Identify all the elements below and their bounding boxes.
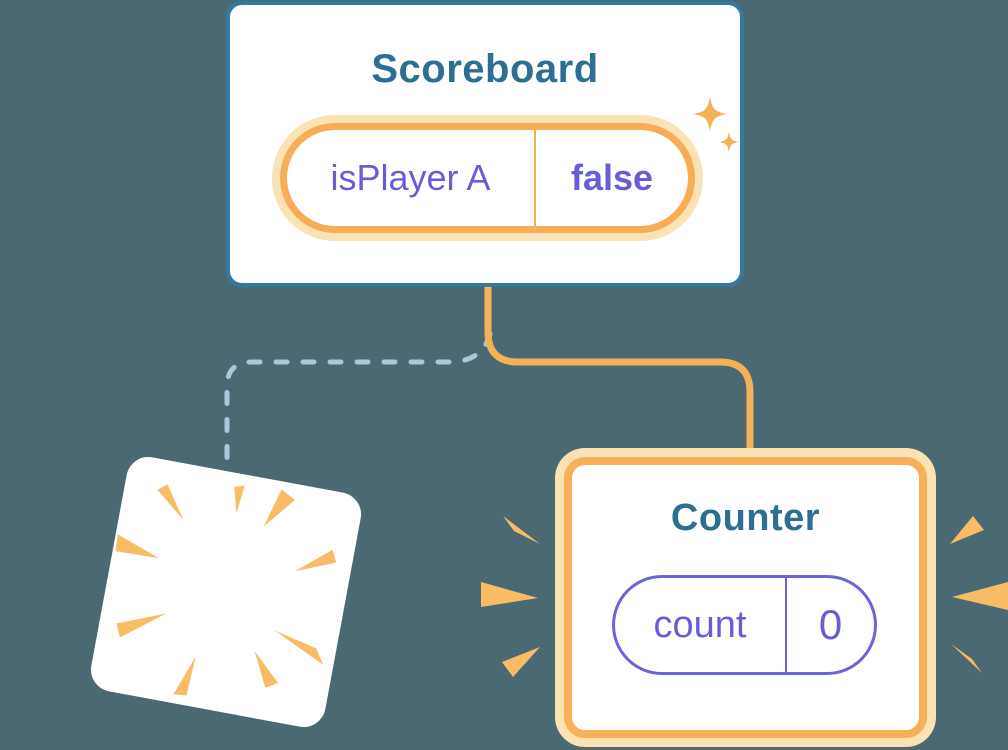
solid-connector-to-counter xyxy=(484,287,754,454)
scoreboard-title: Scoreboard xyxy=(371,47,599,91)
state-label: isPlayer A xyxy=(330,157,491,198)
counter-component-card: Counter count 0 xyxy=(564,457,927,738)
pill-divider xyxy=(534,130,536,226)
state-value: false xyxy=(570,157,654,198)
scoreboard-state-pill: isPlayer A false xyxy=(280,123,695,233)
dashed-connector-to-destroyed xyxy=(224,331,493,471)
counter-title: Counter xyxy=(670,497,821,539)
scoreboard-component-card: Scoreboard isPlayer A false xyxy=(226,1,744,287)
emphasis-burst-left-icon xyxy=(481,516,540,677)
emphasis-burst-right-icon xyxy=(950,516,1008,673)
destroyed-component-card xyxy=(87,453,365,731)
state-value: 0 xyxy=(818,601,843,648)
state-label: count xyxy=(653,603,747,646)
pill-divider xyxy=(785,578,787,672)
counter-state-pill: count 0 xyxy=(612,575,877,675)
counter-component-card-glow: Counter count 0 xyxy=(555,448,936,747)
poof-burst-icon xyxy=(115,484,337,696)
scoreboard-state-pill-glow: isPlayer A false xyxy=(272,115,703,241)
